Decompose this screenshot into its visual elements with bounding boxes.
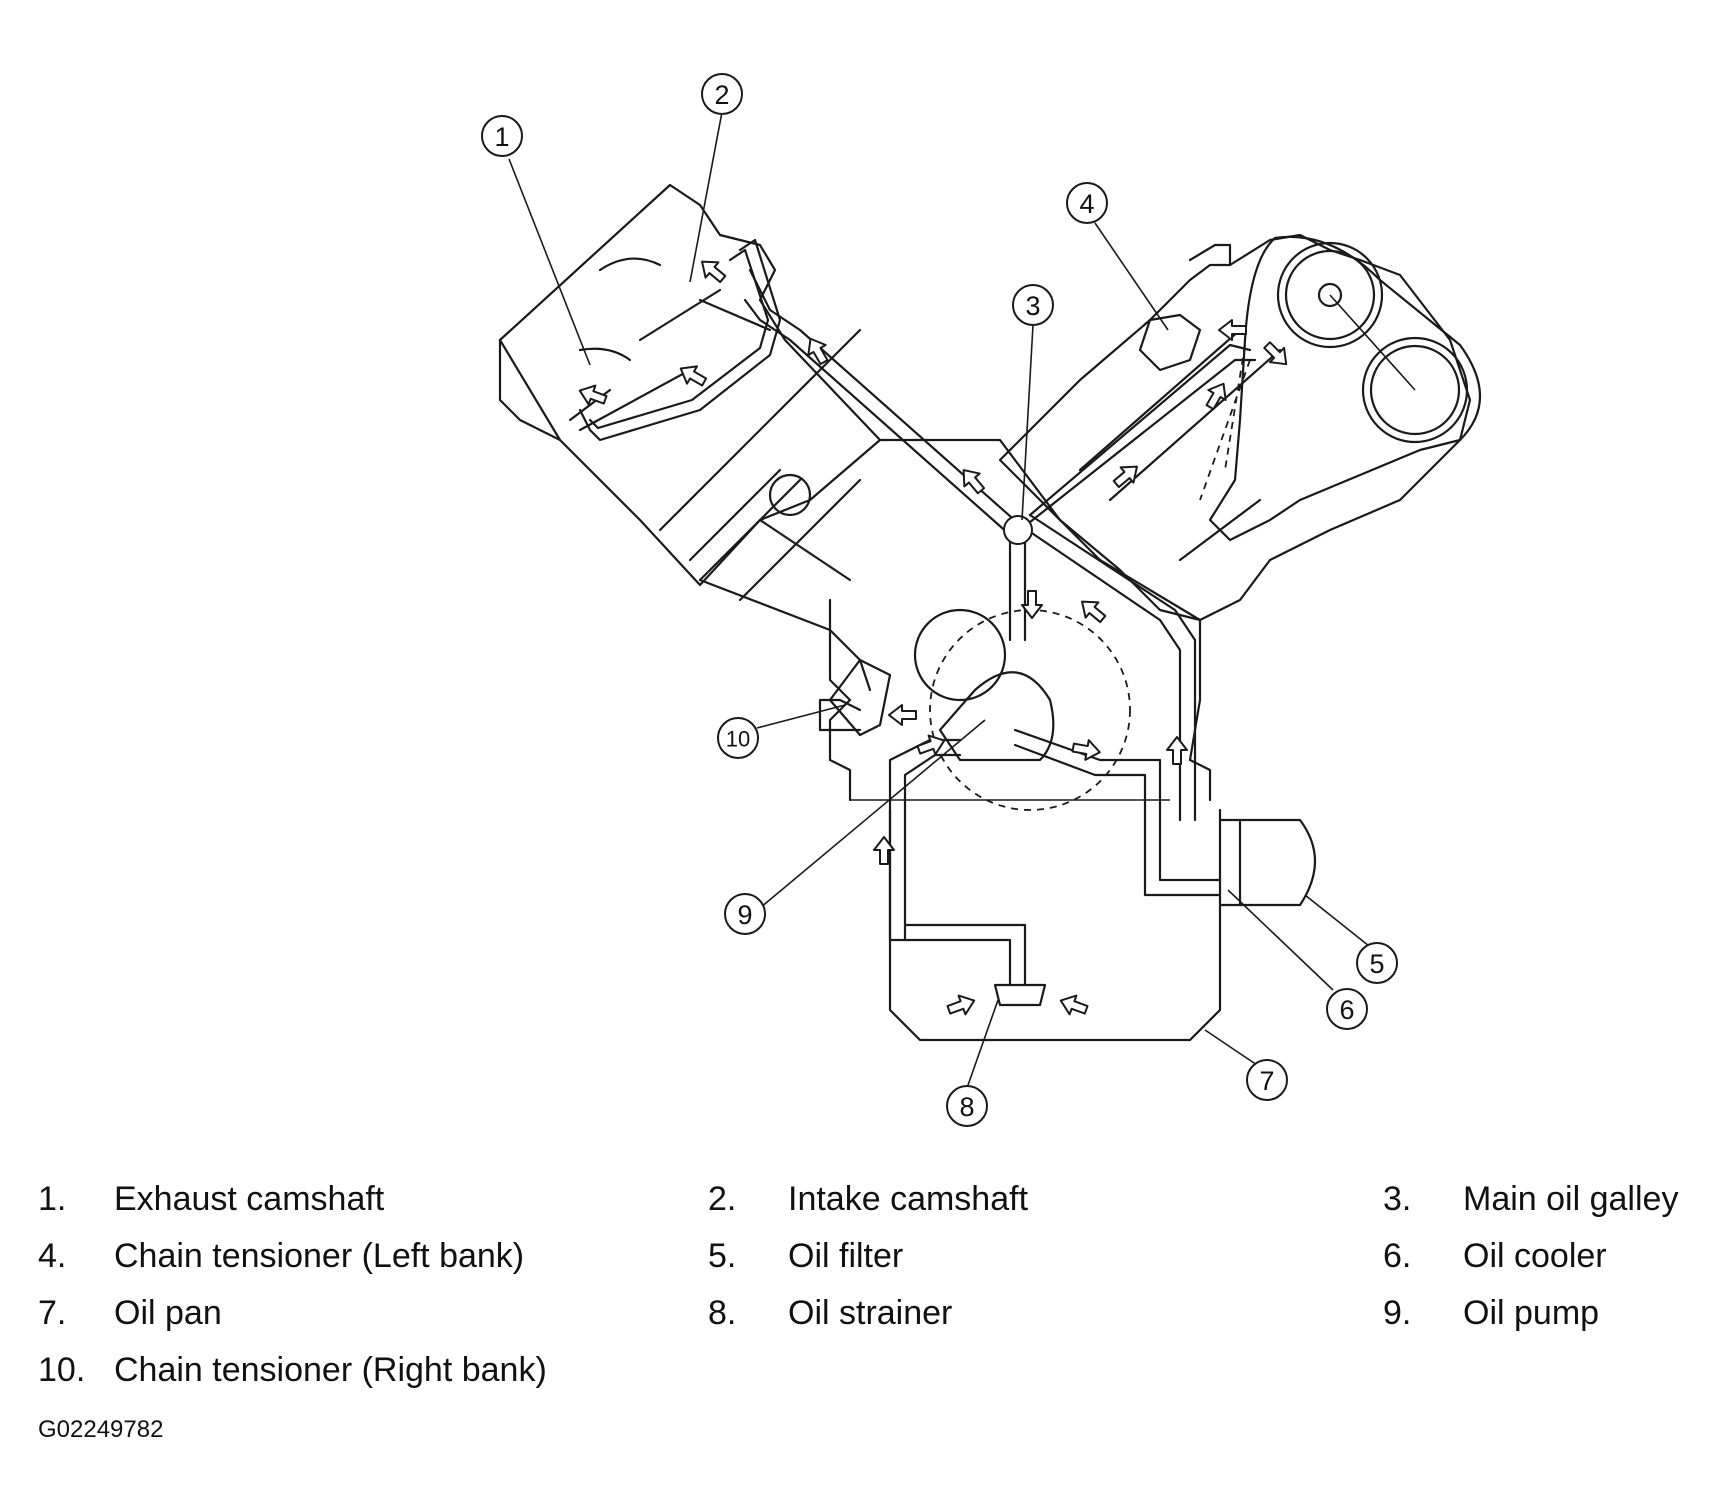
legend-label: Chain tensioner (Left bank) (114, 1237, 525, 1275)
right-bank (998, 233, 1472, 622)
legend-number: 6. (1383, 1237, 1412, 1275)
left-bank (498, 183, 882, 692)
legend-number: 10. (38, 1351, 86, 1389)
legend-label: Oil filter (788, 1237, 904, 1275)
svg-text:7: 7 (1259, 1066, 1274, 1096)
tensioners (828, 313, 1202, 737)
flow-arrow-icon (1021, 590, 1043, 619)
callout-7: 7 (1246, 1059, 1288, 1101)
svg-text:10: 10 (726, 727, 750, 752)
flow-arrow-icon (701, 260, 727, 284)
flow-arrow-icon (1071, 739, 1101, 761)
legend-label: Oil strainer (788, 1294, 953, 1332)
legend-number: 8. (708, 1294, 737, 1332)
flow-arrows (578, 260, 1288, 1016)
svg-text:8: 8 (959, 1092, 974, 1122)
flow-arrow-icon (916, 734, 946, 756)
flow-arrow-icon (679, 365, 708, 387)
callout-1: 1 (481, 115, 523, 157)
flow-arrow-icon (807, 337, 829, 366)
callout-9: 9 (724, 893, 766, 935)
legend-number: 5. (708, 1237, 737, 1275)
callout-4: 4 (1066, 182, 1108, 224)
legend-number: 1. (38, 1180, 67, 1218)
legend-number: 2. (708, 1180, 737, 1218)
flow-arrow-icon (1205, 382, 1227, 411)
svg-text:1: 1 (494, 122, 509, 152)
flow-arrow-icon (1218, 319, 1247, 341)
svg-text:5: 5 (1369, 949, 1384, 979)
leader-lines (508, 111, 1370, 1089)
flow-arrow-icon (1081, 600, 1107, 624)
legend-label: Oil pan (114, 1294, 222, 1332)
timing-chain (1199, 235, 1481, 542)
callout-3: 3 (1012, 284, 1054, 326)
flow-arrow-icon (962, 469, 986, 495)
legend-label: Oil cooler (1463, 1237, 1607, 1275)
legend-number: 9. (1383, 1294, 1412, 1332)
legend-label: Intake camshaft (788, 1180, 1029, 1218)
svg-text:3: 3 (1025, 291, 1040, 321)
callout-6: 6 (1326, 988, 1368, 1030)
engine-lubrication-diagram: 1 2 3 4 5 6 7 8 (481, 73, 1481, 1127)
legend-label: Oil pump (1463, 1294, 1600, 1332)
flow-arrow-icon (1166, 736, 1188, 765)
flow-arrow-icon (1263, 341, 1288, 366)
legend-label: Exhaust camshaft (114, 1180, 385, 1218)
callouts: 1 2 3 4 5 6 7 8 (481, 73, 1398, 1127)
legend-label: Main oil galley (1463, 1180, 1679, 1218)
svg-text:2: 2 (714, 80, 729, 110)
flow-arrow-icon (1112, 465, 1138, 489)
svg-text:9: 9 (737, 900, 752, 930)
svg-text:6: 6 (1339, 995, 1354, 1025)
flow-arrow-icon (946, 994, 976, 1016)
flow-arrow-icon (888, 704, 917, 726)
legend-number: 3. (1383, 1180, 1412, 1218)
oil-pan (888, 808, 1317, 1042)
figure-id: G02249782 (38, 1416, 164, 1443)
callout-2: 2 (701, 73, 743, 115)
crankcase (768, 438, 1212, 811)
flow-arrow-icon (1059, 994, 1089, 1016)
legend-number: 4. (38, 1237, 67, 1275)
callout-5: 5 (1356, 942, 1398, 984)
legend-number: 7. (38, 1294, 67, 1332)
callout-10: 10 (717, 717, 759, 759)
legend-label: Chain tensioner (Right bank) (114, 1351, 547, 1389)
oil-passages (578, 238, 1257, 987)
flow-arrow-icon (578, 384, 608, 406)
flow-arrow-icon (873, 836, 895, 865)
callout-8: 8 (946, 1085, 988, 1127)
svg-text:4: 4 (1079, 189, 1094, 219)
